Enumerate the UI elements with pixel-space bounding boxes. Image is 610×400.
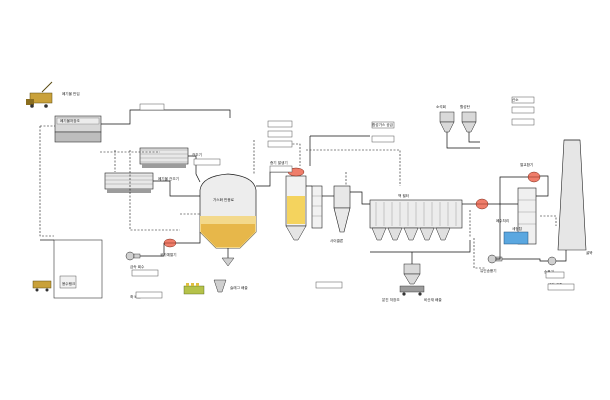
label-dryer-bottom: 폐기물 건조기 — [158, 176, 179, 181]
label-pit: 폐기물저장조 — [60, 118, 81, 123]
label-scrubber: 세정탑 — [512, 226, 523, 231]
waste-pit — [54, 115, 102, 143]
waste-truck-top — [26, 81, 53, 108]
label-chemical-2: 활성탄 — [460, 104, 471, 109]
dryer-unit-bottom — [104, 172, 154, 193]
steam-column — [285, 167, 307, 241]
blower-right — [547, 256, 557, 266]
label-truck-top: 폐기물 반입 — [62, 91, 80, 96]
label-steam-outlet: 증기 발생기 — [270, 160, 288, 165]
label-fan: 송풍기 — [544, 269, 554, 274]
cyclone — [333, 185, 351, 233]
wet-scrubber — [503, 187, 537, 245]
gasification-reactor — [199, 173, 257, 267]
slag-bin — [213, 279, 227, 293]
label-dust-bin: 분진 저장조 — [382, 297, 400, 302]
silo-right — [461, 111, 477, 133]
tag-boxes — [131, 96, 575, 299]
label-syngas-out: 합성가스 공급 — [372, 122, 394, 127]
label-metal-out: 금속 회수 — [130, 264, 145, 269]
quench-column — [311, 185, 323, 229]
dryer-unit-top — [139, 147, 189, 168]
label-air-preheater: 공기예열기 — [160, 252, 177, 257]
chemical-sacks — [183, 283, 205, 295]
blower-left — [125, 251, 141, 261]
label-water-tank: 용수탱크 — [62, 281, 76, 286]
label-bag-filter: 백 필터 — [398, 193, 409, 198]
label-wet-scrubber-out: 폐수처리 — [496, 218, 509, 223]
label-reactor: 가스화 반응로 — [213, 197, 235, 202]
bag-filter — [369, 199, 463, 241]
label-stack: 굴뚝 — [586, 251, 593, 255]
label-oxygen: 산소 — [512, 97, 519, 102]
loader-bottom-left — [32, 280, 52, 292]
heat-exchanger-1 — [475, 198, 489, 210]
label-dryer-top: 건조기 — [192, 152, 202, 157]
silo-left — [439, 111, 455, 133]
label-heat-exchanger: 열교환기 — [520, 162, 533, 167]
label-ash-out: 비산재 배출 — [424, 297, 442, 302]
water-tank-building — [40, 239, 103, 299]
label-chemical-1: 소석회 — [436, 104, 446, 109]
dust-bin — [399, 263, 425, 296]
label-id-fan: 유인송풍기 — [480, 268, 497, 273]
stack — [557, 139, 587, 251]
heat-exchanger-2 — [527, 171, 541, 183]
preheater — [163, 238, 177, 248]
label-slag-out: 슬래그 배출 — [230, 285, 248, 290]
label-cyclone: 사이클론 — [330, 238, 344, 243]
